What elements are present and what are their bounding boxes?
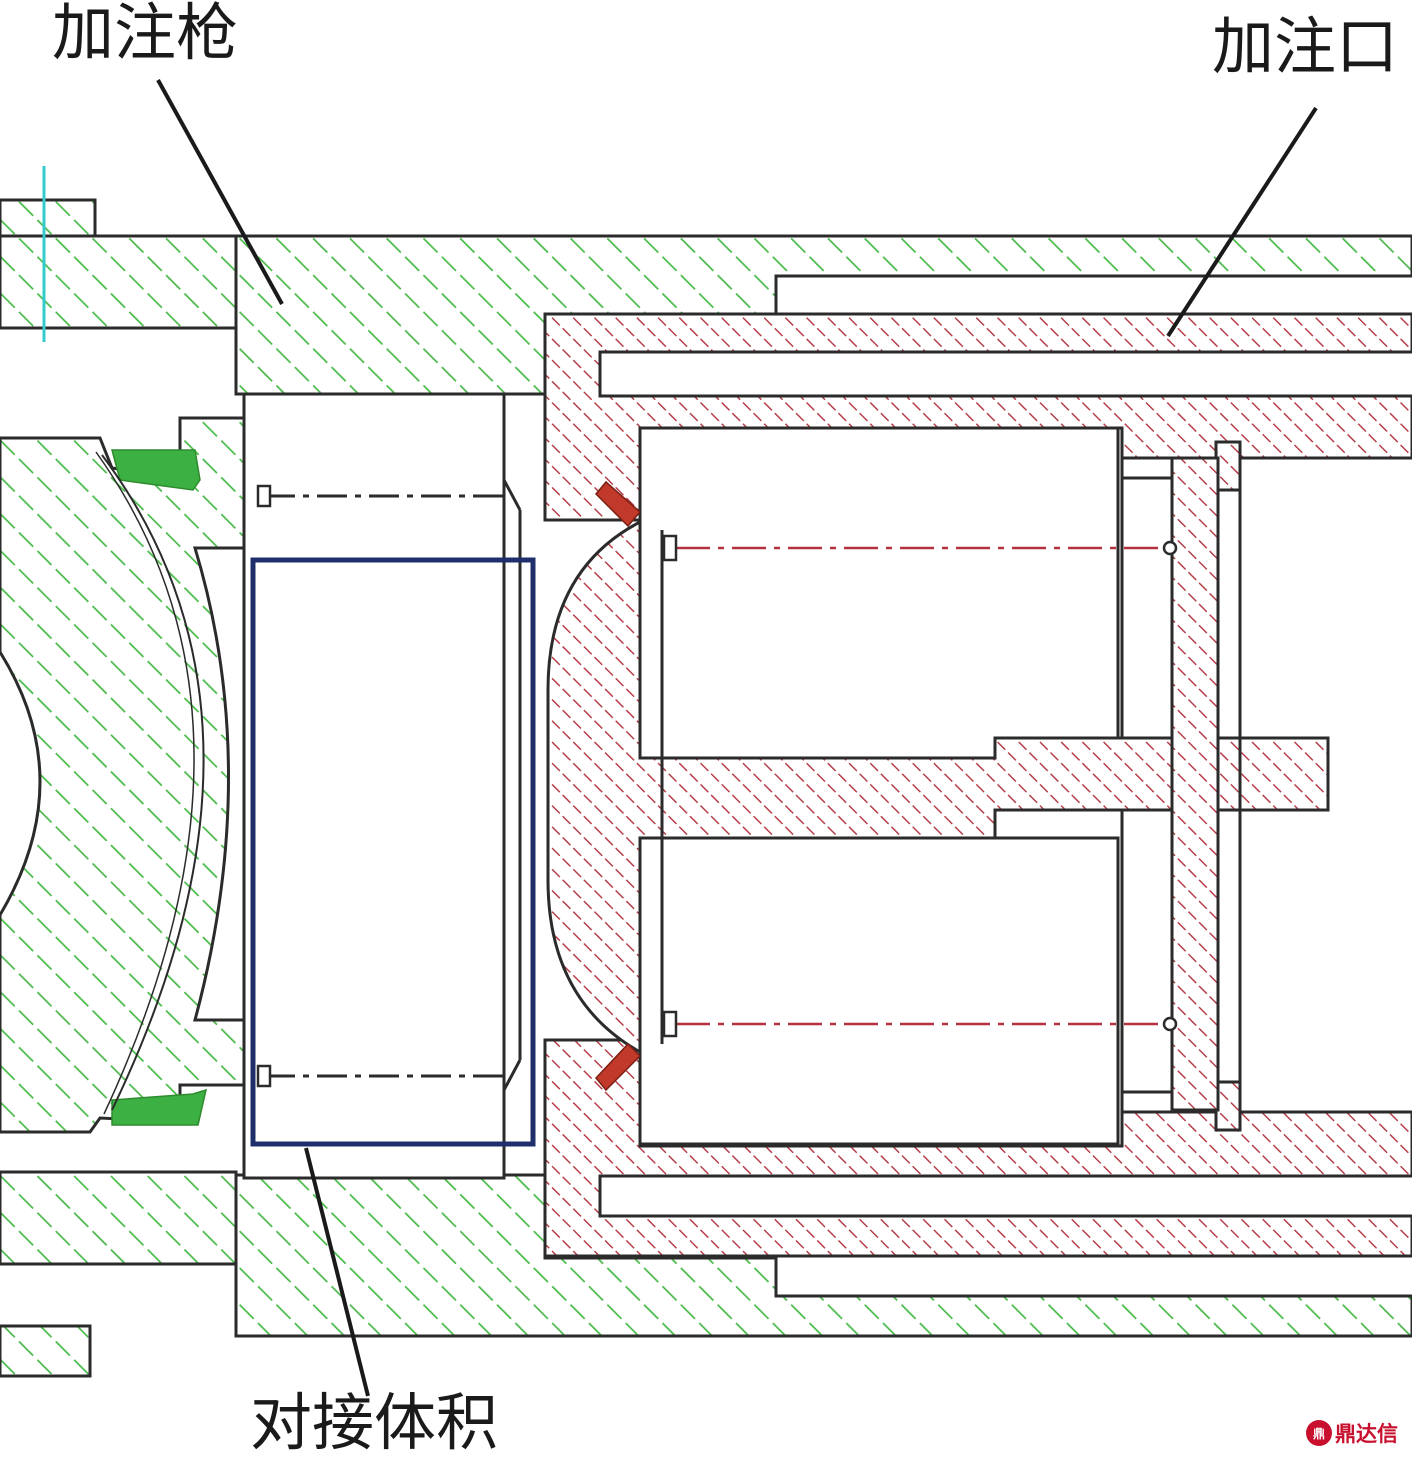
bowl-lip-inner bbox=[95, 451, 195, 1115]
label-docking-volume: 对接体积 bbox=[250, 1386, 499, 1459]
bowl-lip bbox=[101, 454, 205, 1111]
gun-seals bbox=[111, 449, 208, 1126]
port-chambers bbox=[638, 426, 1172, 1146]
gun-pivots bbox=[256, 484, 272, 1088]
port-pivots bbox=[662, 534, 1178, 1038]
leader-lines bbox=[156, 79, 1318, 1397]
gun-plunger bbox=[242, 392, 522, 1180]
label-filling-port: 加注口 bbox=[1212, 10, 1399, 83]
port-rear-plate bbox=[1170, 456, 1220, 1112]
label-filling-gun: 加注枪 bbox=[52, 0, 239, 69]
port-stem bbox=[660, 736, 1330, 840]
docking-volume-box bbox=[250, 557, 536, 1147]
watermark-logo-icon: 鼎 bbox=[1306, 1420, 1332, 1446]
port-centerlines bbox=[676, 546, 1166, 1026]
watermark-text: 鼎达信 bbox=[1335, 1422, 1398, 1446]
watermark: 鼎 鼎达信 bbox=[1306, 1418, 1398, 1448]
gun-centerlines bbox=[265, 494, 508, 1078]
filling-gun-body bbox=[0, 198, 1412, 1378]
port-pins bbox=[594, 480, 642, 1092]
